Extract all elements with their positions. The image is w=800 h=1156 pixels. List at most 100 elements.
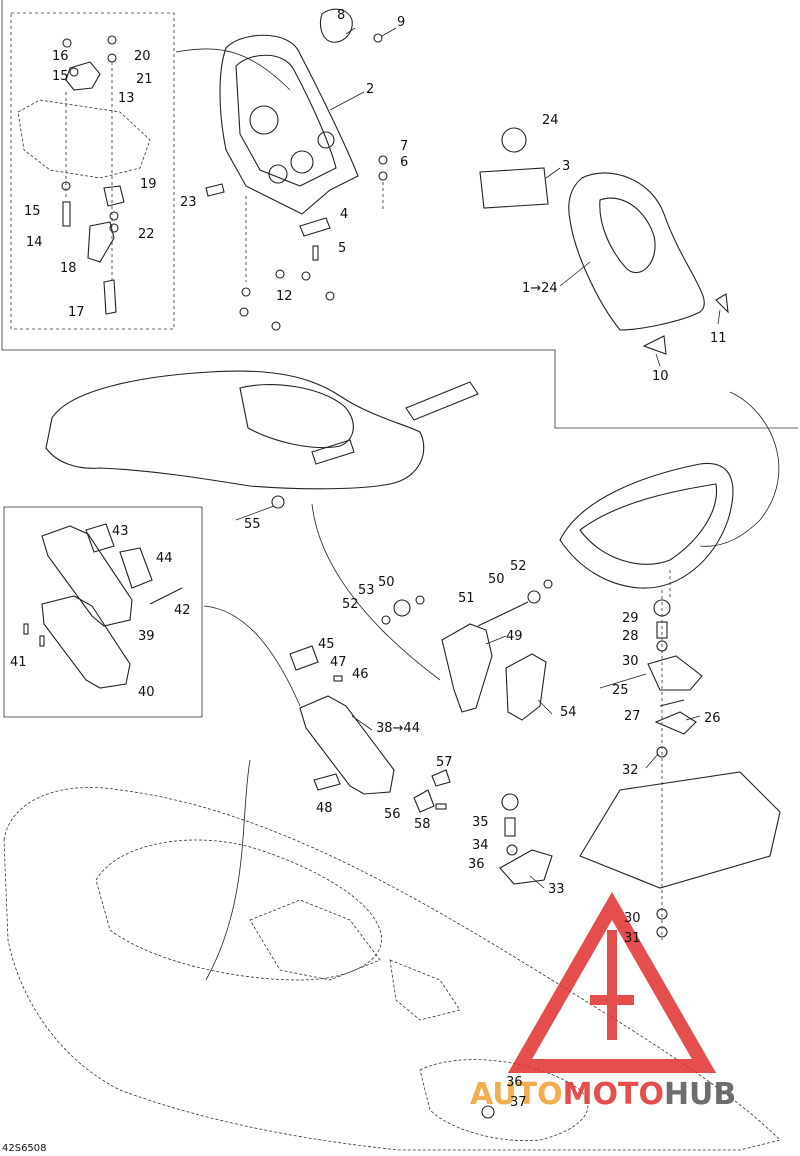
washer-6 <box>378 171 388 181</box>
inset-box-cover <box>3 506 203 718</box>
pad-10 <box>642 335 667 355</box>
gauge-right <box>290 150 314 174</box>
washer-22a <box>109 211 119 221</box>
inset-box-hardware <box>10 12 175 330</box>
cover-54 <box>505 653 547 721</box>
callout-29: 29 <box>622 611 639 626</box>
bushing-50b <box>415 595 425 605</box>
cover-inner <box>599 197 656 274</box>
washer-21 <box>107 53 117 63</box>
nut-20 <box>107 35 117 45</box>
central-cover <box>299 695 451 813</box>
leader-54 <box>537 699 553 715</box>
screw-41b <box>39 635 45 647</box>
callout-12: 12 <box>276 289 293 304</box>
callout-16: 16 <box>52 49 69 64</box>
routing-lines <box>175 48 780 981</box>
pad-11 <box>715 293 729 314</box>
leader-49 <box>485 635 507 645</box>
cover-39 <box>41 525 133 627</box>
nut-16 <box>62 38 72 48</box>
latch-assembly <box>289 579 553 721</box>
screw-5 <box>312 245 319 261</box>
callout-30b: 30 <box>624 911 641 926</box>
gauge-left <box>268 164 288 184</box>
screw-34 <box>504 817 516 837</box>
cover-38 <box>299 695 395 795</box>
storage-bin <box>249 899 381 981</box>
plate-25 <box>647 655 703 691</box>
reference-code: 42S6508 <box>2 1143 47 1154</box>
washer-36 <box>506 844 518 856</box>
cover-1 <box>568 172 705 331</box>
pad-4 <box>299 217 331 237</box>
callout-53: 53 <box>358 583 375 598</box>
route-1 <box>175 48 291 91</box>
knob-19 <box>103 185 125 207</box>
washer-15 <box>69 67 79 77</box>
callout-1-24: 1→24 <box>522 281 558 296</box>
lever-18 <box>87 221 115 263</box>
callout-6: 6 <box>400 155 408 170</box>
leader-9 <box>381 27 397 37</box>
screw-41a <box>23 623 29 635</box>
callout-41: 41 <box>10 655 27 670</box>
pin-51 <box>477 601 529 627</box>
upper-boundary-line <box>1 0 798 429</box>
callout-32: 32 <box>622 763 639 778</box>
leader-2 <box>329 91 365 111</box>
callout-36b: 36 <box>506 1075 523 1090</box>
access-panel <box>579 771 781 889</box>
callout-50a: 50 <box>378 575 395 590</box>
rod-27 <box>659 699 685 707</box>
gauge-main <box>249 105 279 135</box>
decal-3 <box>479 167 549 209</box>
bracket-13 <box>65 61 101 91</box>
screw-9 <box>373 33 383 43</box>
callout-20: 20 <box>134 49 151 64</box>
steering-shaft <box>405 381 479 421</box>
callout-52b: 52 <box>510 559 527 574</box>
callout-48: 48 <box>316 801 333 816</box>
callout-58: 58 <box>414 817 431 832</box>
callout-43: 43 <box>112 524 129 539</box>
cover-kit-inset <box>23 523 183 689</box>
plate-26 <box>654 711 697 735</box>
callout-27: 27 <box>624 709 641 724</box>
callout-47: 47 <box>330 655 347 670</box>
leader-10 <box>655 353 661 367</box>
callout-50b: 50 <box>488 572 505 587</box>
striker-assembly <box>499 793 553 885</box>
hardware-subassembly <box>17 35 151 315</box>
leader-8 <box>345 27 356 35</box>
callout-13: 13 <box>118 91 135 106</box>
callout-3: 3 <box>562 159 570 174</box>
rear-deck <box>419 1059 589 1142</box>
leader-25 <box>599 673 647 689</box>
callout-28: 28 <box>622 629 639 644</box>
callout-56: 56 <box>384 807 401 822</box>
leader-32 <box>645 753 659 769</box>
nut-31 <box>656 926 668 938</box>
seat-assembly <box>559 462 734 589</box>
callout-10: 10 <box>652 369 669 384</box>
console-2 <box>219 34 359 215</box>
callout-25: 25 <box>612 683 629 698</box>
callout-38-44: 38→44 <box>376 721 420 736</box>
callout-2: 2 <box>366 82 374 97</box>
nut-12d <box>325 291 335 301</box>
cover-40 <box>41 595 131 689</box>
callout-14: 14 <box>26 235 43 250</box>
leader-55 <box>235 505 275 521</box>
callout-30a: 30 <box>622 654 639 669</box>
callout-17: 17 <box>68 305 85 320</box>
right-cover-assembly <box>479 127 729 355</box>
callout-35: 35 <box>472 815 489 830</box>
nut-12b <box>275 269 285 279</box>
route-2 <box>699 391 780 547</box>
callout-15b: 15 <box>24 204 41 219</box>
callout-40: 40 <box>138 685 155 700</box>
screw-14 <box>62 201 71 227</box>
callout-52a: 52 <box>342 597 359 612</box>
